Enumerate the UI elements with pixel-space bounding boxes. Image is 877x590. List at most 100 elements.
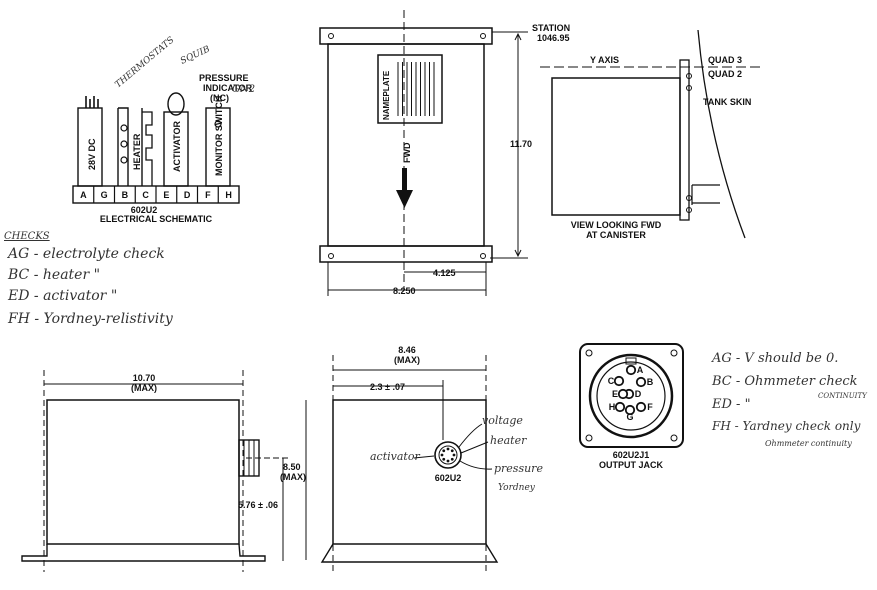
checks-line-3: ED - activator " bbox=[7, 288, 117, 304]
checks-line-4: FH - Yordney-relistivity bbox=[7, 311, 174, 327]
squib-icon bbox=[167, 92, 185, 116]
jack-pin-label-a: A bbox=[637, 365, 644, 375]
quad2-label: QUAD 2 bbox=[708, 69, 742, 79]
hw-yordney: Yordney bbox=[498, 483, 536, 493]
side-width-max: (MAX) bbox=[131, 383, 157, 393]
pin-cell-b: B bbox=[122, 190, 129, 200]
jack-pin-label-d: D bbox=[635, 389, 642, 399]
jack-pin-g bbox=[624, 404, 636, 416]
y-axis-label: Y AXIS bbox=[590, 55, 619, 65]
mount-bracket bbox=[679, 59, 690, 221]
jack-title: 602U2J1 bbox=[613, 450, 650, 460]
checks-line-2: BC - heater " bbox=[7, 267, 100, 283]
jack-pin-h bbox=[614, 401, 626, 413]
jack-pin-label-b: B bbox=[647, 377, 654, 387]
pin-cell-h: H bbox=[225, 190, 232, 200]
jack-pin-label-e: E bbox=[612, 389, 618, 399]
schematic-subtitle: ELECTRICAL SCHEMATIC bbox=[100, 214, 213, 224]
front-width-max: (MAX) bbox=[394, 355, 420, 365]
pin-cell-d: D bbox=[184, 190, 191, 200]
jack-pin-label-f: F bbox=[647, 402, 653, 412]
dim-full: 8.250 bbox=[393, 286, 416, 296]
checks-line-1: AG - electrolyte check bbox=[6, 246, 165, 262]
front-width-dim: 8.46 bbox=[398, 345, 416, 355]
front-height-max: (MAX) bbox=[280, 472, 306, 482]
quad3-label: QUAD 3 bbox=[708, 55, 742, 65]
height-dim: 11.70 bbox=[510, 139, 532, 149]
activator-block bbox=[163, 111, 189, 187]
label-heater: HEATER bbox=[132, 133, 142, 170]
jack-pin-c bbox=[613, 375, 625, 387]
top-flange bbox=[319, 27, 493, 45]
jack-outer-ring bbox=[588, 353, 674, 439]
front-offset-dim: 2.3 ± .07 bbox=[370, 382, 405, 392]
checks-right-line-4: FH - Yardney check only bbox=[711, 419, 861, 433]
handwritten-thermostats: THERMOSTATS bbox=[114, 35, 177, 90]
front-view: 8.46 (MAX) 2.3 ± .07 8.50 (MAX) 602U2 vo… bbox=[280, 345, 543, 575]
tank-skin-curve bbox=[697, 29, 746, 239]
checks-right-line-2: BC - Ohmmeter check bbox=[711, 374, 858, 389]
pressure-label-1: PRESSURE bbox=[199, 73, 249, 83]
fwd-arrow-shaft bbox=[402, 168, 407, 192]
label-28v-dc: 28V DC bbox=[87, 138, 97, 170]
nameplate-label: NAMEPLATE bbox=[382, 70, 391, 120]
label-activator: ACTIVATOR bbox=[172, 121, 182, 172]
side-width-dim: 10.70 bbox=[133, 373, 156, 383]
station-value: 1046.95 bbox=[537, 33, 570, 43]
jack-subtitle: OUTPUT JACK bbox=[599, 460, 664, 470]
handwritten-squib: SQUIB bbox=[179, 44, 212, 66]
electrical-schematic: A G B C E D F H 28V DC HEATER ACTIVATOR MONITOR… bbox=[72, 35, 255, 224]
checks-right-line-3: ED - " bbox=[711, 397, 751, 412]
hw-pressure: pressure bbox=[494, 462, 543, 475]
checks-right-note-2: Ohmmeter continuity bbox=[765, 439, 852, 448]
hw-voltage: voltage bbox=[482, 414, 523, 427]
hw-heater: heater bbox=[490, 434, 527, 447]
hw-activator: activator bbox=[370, 450, 420, 463]
jack-plate bbox=[579, 343, 684, 448]
front-height-dim: 8.50 bbox=[283, 462, 301, 472]
checks-right-line-1: AG - V should be 0. bbox=[711, 351, 838, 366]
pin-cell-a: A bbox=[80, 190, 87, 200]
front-connector bbox=[434, 441, 462, 469]
jack-pin-f bbox=[635, 401, 647, 413]
station-label: STATION bbox=[532, 23, 570, 33]
canister-caption-2: AT CANISTER bbox=[586, 230, 646, 240]
nameplate bbox=[377, 54, 443, 124]
output-jack: AB C D E F GH 602U2J1 OUTPUT JACK bbox=[579, 343, 684, 470]
side-height-dim: 5.76 ± .06 bbox=[238, 500, 278, 510]
jack-pin-label-h: H bbox=[609, 402, 616, 412]
dim-half: 4.125 bbox=[433, 268, 456, 278]
canister-view: Y AXIS QUAD 3 QUAD 2 TANK SKIN VIEW LOOK… bbox=[540, 29, 760, 240]
bottom-flange bbox=[319, 245, 493, 263]
jack-pin-a bbox=[625, 364, 637, 376]
top-view: NAMEPLATE FWD STATION 1046.95 11.70 4.12… bbox=[319, 10, 570, 296]
checks-right-note-1: CONTINUITY bbox=[818, 392, 868, 400]
schematic-title: 602U2 bbox=[131, 205, 158, 215]
label-monitor-switch: MONITOR SWITCH bbox=[214, 96, 224, 176]
pressure-label-3: (NC) bbox=[210, 93, 229, 103]
jack-pin-label-c: C bbox=[608, 376, 615, 386]
front-body bbox=[332, 399, 487, 545]
front-connector-label: 602U2 bbox=[435, 473, 462, 483]
handwritten-gn2: GN2 bbox=[232, 84, 255, 95]
pressure-label-2: INDICATOR bbox=[203, 83, 253, 93]
jack-pin-e bbox=[617, 388, 629, 400]
pin-cell-g: G bbox=[101, 190, 108, 200]
monitor-switch-block bbox=[205, 107, 231, 187]
pin-cell-f: F bbox=[205, 190, 211, 200]
jack-pin-label-g: G bbox=[626, 412, 633, 422]
canister-caption-1: VIEW LOOKING FWD bbox=[571, 220, 662, 230]
pin-cell-c: C bbox=[142, 190, 149, 200]
pin-cell-e: E bbox=[163, 190, 169, 200]
side-body bbox=[46, 399, 240, 545]
checks-right: AG - V should be 0. BC - Ohmmeter check … bbox=[711, 351, 868, 448]
heater-block bbox=[117, 107, 143, 186]
jack-pin-b bbox=[635, 376, 647, 388]
checks-title: CHECKS bbox=[4, 231, 50, 242]
canister-outline bbox=[551, 77, 681, 216]
tank-skin-label: TANK SKIN bbox=[703, 97, 751, 107]
fwd-label: FWD bbox=[402, 142, 412, 163]
side-view: 10.70 (MAX) 5.76 ± .06 bbox=[21, 370, 290, 572]
fwd-arrow-icon bbox=[396, 190, 413, 208]
